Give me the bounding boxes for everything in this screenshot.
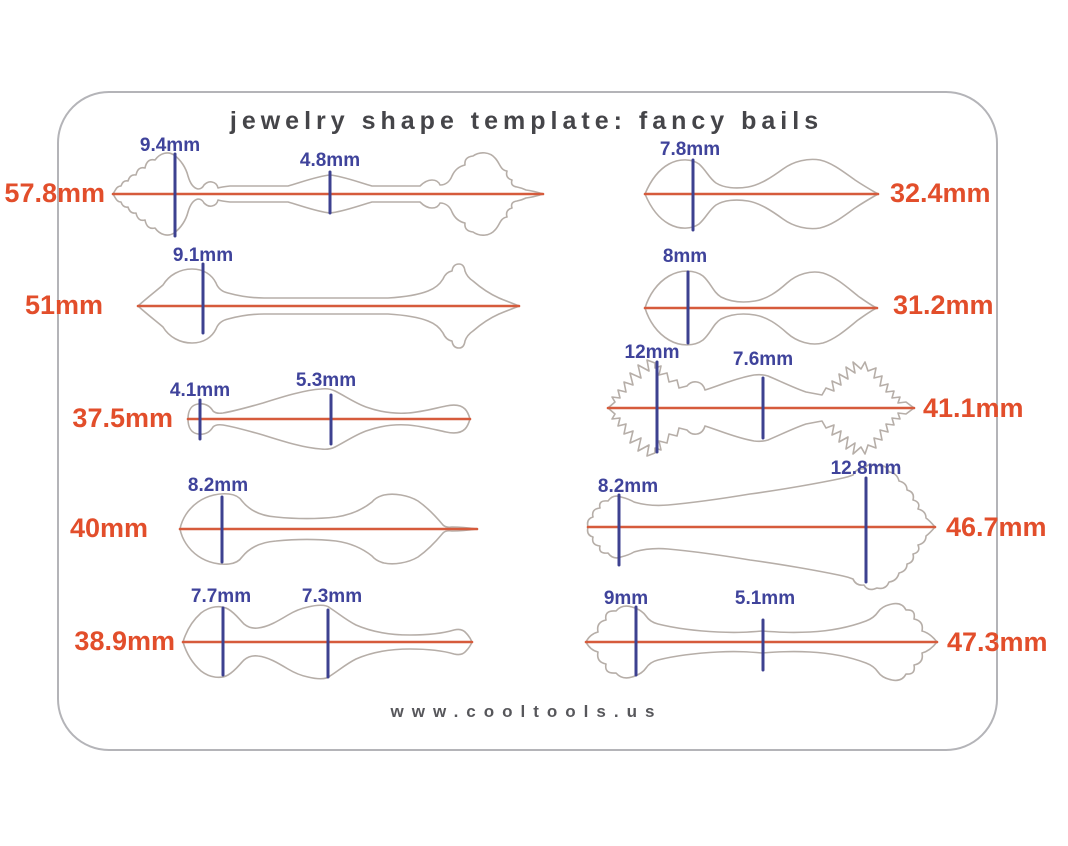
width-label: 8.2mm [597, 476, 659, 497]
page-title: jewelry shape template: fancy bails [229, 107, 824, 135]
width-label: 9.4mm [139, 135, 201, 156]
bail-outline [179, 492, 478, 530]
bail-shape-9 [586, 463, 937, 591]
bail-outline-mirror [187, 418, 471, 451]
footer-url: www.cooltools.us [390, 702, 663, 721]
bail-shape-7 [643, 270, 879, 346]
bail-outline-mirror [112, 193, 544, 236]
width-label: 8.2mm [187, 475, 249, 496]
width-label: 8mm [662, 246, 708, 267]
length-label: 40mm [69, 513, 148, 543]
bail-outline [137, 263, 520, 307]
length-label: 47.3mm [947, 627, 1048, 657]
width-label: 12.8mm [830, 458, 902, 479]
bail-shape-4 [178, 492, 479, 566]
bail-outline [607, 359, 915, 409]
bail-shape-8 [606, 359, 916, 457]
width-label: 9.1mm [172, 245, 234, 266]
bail-shape-6 [643, 158, 880, 232]
width-label: 7.8mm [659, 139, 721, 160]
bail-outline-mirror [586, 526, 936, 591]
length-label: 31.2mm [893, 290, 994, 320]
width-label: 5.1mm [734, 588, 796, 609]
bail-outline-mirror [644, 307, 878, 346]
length-label: 32.4mm [890, 178, 991, 208]
bail-shape-2 [136, 262, 521, 349]
length-label: 38.9mm [74, 626, 175, 656]
length-label: 41.1mm [923, 393, 1024, 423]
bail-shape-5 [181, 604, 474, 680]
bail-outline-mirror [607, 407, 915, 457]
bail-shape-10 [584, 602, 939, 682]
bail-outline [644, 270, 878, 309]
template-frame-border [57, 91, 998, 751]
length-label: 37.5mm [72, 403, 173, 433]
width-label: 4.1mm [169, 380, 231, 401]
width-label: 7.6mm [732, 349, 794, 370]
width-label: 12mm [624, 342, 680, 363]
bail-shape-1 [111, 152, 545, 238]
width-label: 9mm [603, 588, 649, 609]
bail-outline-mirror [644, 193, 879, 230]
bail-outline [187, 387, 471, 420]
bail-outline-mirror [137, 305, 520, 349]
bail-outline [644, 158, 879, 195]
bail-outline-mirror [179, 528, 478, 566]
bail-shape-3 [186, 387, 472, 451]
bail-outline [112, 152, 544, 195]
bail-outline [182, 604, 473, 643]
bail-outline [586, 463, 936, 528]
width-label: 5.3mm [295, 370, 357, 391]
width-label: 7.7mm [190, 586, 252, 607]
length-label: 57.8mm [4, 178, 105, 208]
bail-outline-mirror [182, 641, 473, 680]
length-label: 46.7mm [946, 512, 1047, 542]
width-label: 4.8mm [299, 150, 361, 171]
width-label: 7.3mm [301, 586, 363, 607]
length-label: 51mm [24, 290, 103, 320]
